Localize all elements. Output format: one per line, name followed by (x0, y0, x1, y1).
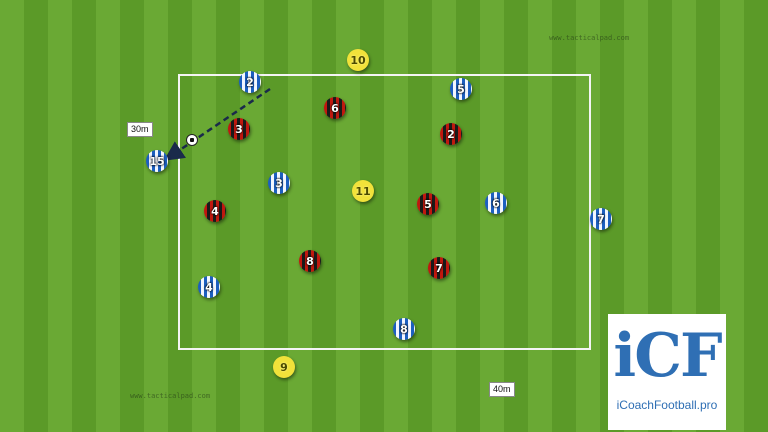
blue-player-5[interactable]: 5 (450, 78, 472, 100)
blue-player-4[interactable]: 4 (198, 276, 220, 298)
player-number: 3 (235, 122, 243, 136)
player-number: 8 (400, 322, 408, 336)
player-number: 15 (149, 154, 165, 168)
blue-player-8[interactable]: 8 (393, 318, 415, 340)
player-number: 7 (435, 261, 443, 275)
red-player-3[interactable]: 3 (228, 118, 250, 140)
logo-mark: iCF (613, 321, 722, 391)
player-number: 5 (457, 82, 465, 96)
logo-text: iCoachFootball.pro (616, 398, 718, 412)
blue-player-7[interactable]: 7 (590, 208, 612, 230)
player-number: 7 (597, 212, 605, 226)
player-number: 6 (492, 196, 500, 210)
red-player-8[interactable]: 8 (299, 250, 321, 272)
blue-player-6[interactable]: 6 (485, 192, 507, 214)
player-number: 4 (205, 280, 213, 294)
player-number: 11 (355, 184, 371, 198)
watermark-bottom: www.tacticalpad.com (130, 392, 211, 400)
player-number: 5 (424, 197, 432, 211)
red-player-6[interactable]: 6 (324, 97, 346, 119)
player-number: 6 (331, 101, 339, 115)
icf-logo: iCF iCoachFootball.pro (608, 314, 726, 430)
player-number: 8 (306, 254, 314, 268)
blue-player-15[interactable]: 15 (146, 150, 168, 172)
blue-player-3[interactable]: 3 (268, 172, 290, 194)
player-number: 9 (280, 360, 288, 374)
player-number: 2 (246, 75, 254, 89)
training-area-boundary (178, 74, 591, 350)
neutral-player-10[interactable]: 10 (347, 49, 369, 71)
watermark-top: www.tacticalpad.com (549, 34, 630, 42)
width-dimension-label: 40m (489, 382, 515, 397)
player-number: 3 (275, 176, 283, 190)
red-player-4[interactable]: 4 (204, 200, 226, 222)
red-player-7[interactable]: 7 (428, 257, 450, 279)
neutral-player-11[interactable]: 11 (352, 180, 374, 202)
red-player-5[interactable]: 5 (417, 193, 439, 215)
neutral-player-9[interactable]: 9 (273, 356, 295, 378)
blue-player-2[interactable]: 2 (239, 71, 261, 93)
player-number: 10 (350, 53, 366, 67)
player-number: 2 (447, 127, 455, 141)
height-dimension-label: 30m (127, 122, 153, 137)
red-player-2[interactable]: 2 (440, 123, 462, 145)
player-number: 4 (211, 204, 219, 218)
ball-icon[interactable] (186, 134, 198, 146)
